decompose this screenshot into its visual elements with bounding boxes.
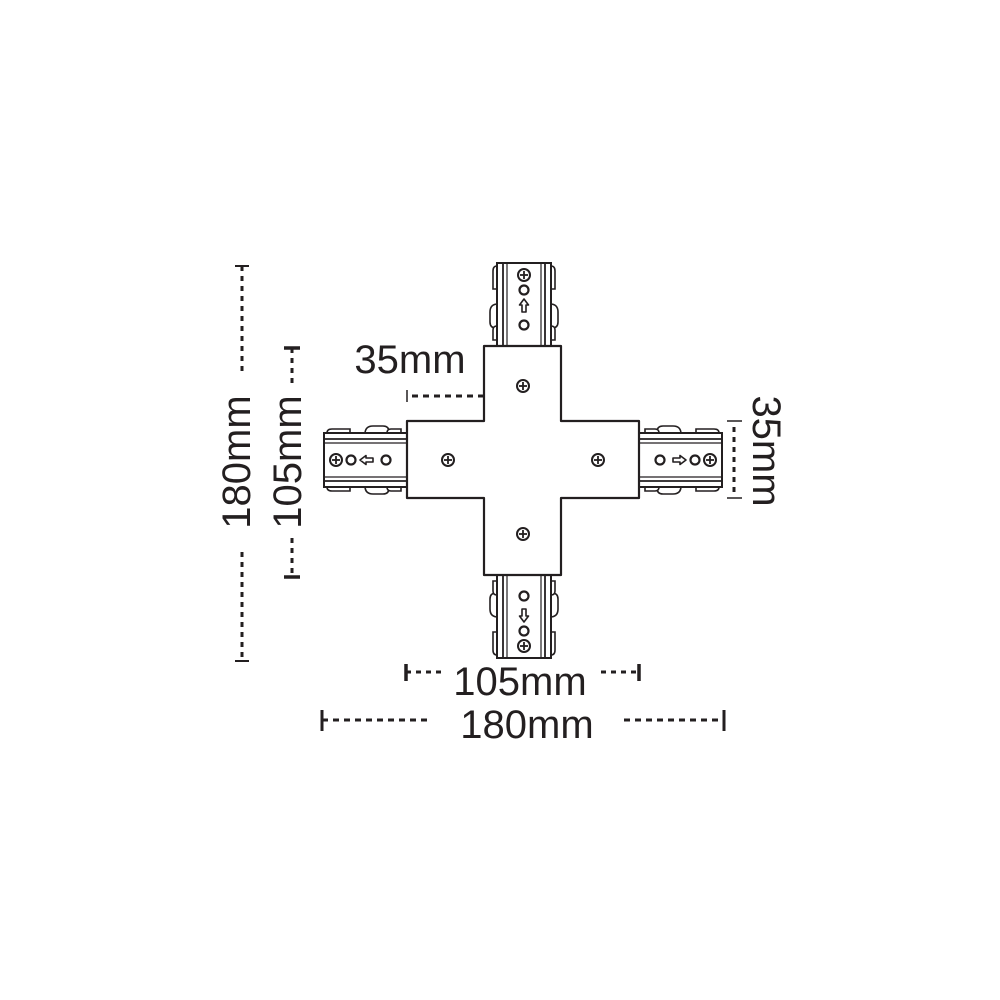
screw-icon <box>591 453 605 467</box>
track-bottom <box>490 575 558 658</box>
dimension-arm-width-right <box>727 420 742 499</box>
dimension-overall-height <box>235 265 249 662</box>
arm-width-right-label: 35mm <box>744 395 788 506</box>
body-width-label: 105mm <box>453 660 586 704</box>
dimension-arm-width-left <box>406 390 484 402</box>
screw-icon <box>441 453 455 467</box>
arm-width-left-label: 35mm <box>354 338 465 382</box>
connector-body <box>405 344 641 577</box>
dimension-body-width <box>404 664 641 681</box>
dimension-body-height <box>284 346 300 579</box>
track-left <box>324 426 407 494</box>
track-right <box>639 426 722 494</box>
body-height-label: 105mm <box>266 395 310 528</box>
overall-height-label: 180mm <box>215 395 259 528</box>
track-top <box>490 263 558 346</box>
screw-icon <box>516 527 530 541</box>
dimension-overall-width <box>320 710 726 731</box>
screw-icon <box>516 379 530 393</box>
overall-width-label: 180mm <box>460 703 593 747</box>
